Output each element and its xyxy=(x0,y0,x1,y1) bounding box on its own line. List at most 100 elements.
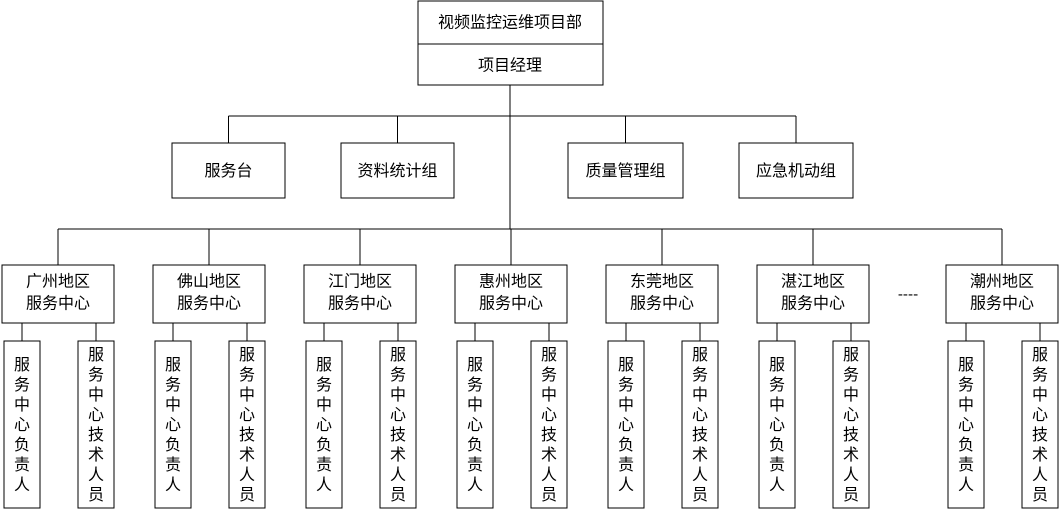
regional-center-label: 服务中心 xyxy=(781,294,845,313)
staff-role-label: 服务中心负责人 xyxy=(165,355,181,494)
staff-role-char: 服 xyxy=(88,345,104,364)
staff-role-char: 务 xyxy=(843,365,859,384)
staff-role-char: 务 xyxy=(467,375,483,394)
staff-box-frame xyxy=(947,340,985,509)
staff-role-char: 责 xyxy=(769,455,785,474)
staff-role-char: 中 xyxy=(618,395,634,414)
connector-lines xyxy=(21,85,1041,341)
regional-center-label: 广州地区 xyxy=(26,272,90,291)
staff-box-frame xyxy=(3,340,41,509)
center-technician-box: 服务中心技术人员 xyxy=(1021,340,1059,509)
function-group: 资料统计组 xyxy=(340,142,455,199)
staff-role-char: 心 xyxy=(541,405,557,424)
staff-role-char: 人 xyxy=(692,465,708,484)
staff-role-char: 务 xyxy=(541,365,557,384)
staff-role-char: 服 xyxy=(541,345,557,364)
staff-role-char: 人 xyxy=(165,475,181,494)
staff-role-char: 术 xyxy=(843,445,859,464)
staff-role-char: 心 xyxy=(14,415,30,434)
staff-role-char: 人 xyxy=(618,475,634,494)
staff-role-char: 务 xyxy=(390,365,406,384)
staff-role-label: 服务中心负责人 xyxy=(769,355,785,494)
regional-center-label: 服务中心 xyxy=(26,294,90,313)
staff-box-frame xyxy=(681,340,719,509)
header-box: 视频监控运维项目部 项目经理 xyxy=(417,0,604,86)
staff-role-label: 服务中心负责人 xyxy=(958,355,974,494)
regional-center-label: 服务中心 xyxy=(630,294,694,313)
regional-center-box xyxy=(1,264,115,324)
staff-role-label: 服务中心负责人 xyxy=(467,355,483,494)
staff-role-char: 服 xyxy=(618,355,634,374)
center-head-box: 服务中心负责人 xyxy=(456,340,494,509)
regional-center-box xyxy=(454,264,568,324)
staff-box-frame xyxy=(379,340,417,509)
function-box xyxy=(738,142,854,199)
center-technician-box: 服务中心技术人员 xyxy=(832,340,870,509)
staff-role-char: 术 xyxy=(390,445,406,464)
staff-box-frame xyxy=(305,340,343,509)
staff-role-char: 心 xyxy=(88,405,104,424)
function-box xyxy=(171,142,286,199)
staff-role-char: 服 xyxy=(843,345,859,364)
staff-role-char: 中 xyxy=(467,395,483,414)
staff-role-char: 服 xyxy=(165,355,181,374)
staff-role-char: 务 xyxy=(618,375,634,394)
staff-role-char: 中 xyxy=(14,395,30,414)
staff-role-label: 服务中心负责人 xyxy=(316,355,332,494)
regional-center-label: 潮州地区 xyxy=(970,272,1034,291)
staff-role-char: 责 xyxy=(316,455,332,474)
staff-role-char: 心 xyxy=(390,405,406,424)
staff-role-label: 服务中心技术人员 xyxy=(843,345,859,504)
staff-role-char: 负 xyxy=(316,435,332,454)
staff-role-char: 员 xyxy=(390,485,406,504)
center-head-box: 服务中心负责人 xyxy=(607,340,645,509)
center-head-box: 服务中心负责人 xyxy=(947,340,985,509)
staff-role-char: 人 xyxy=(239,465,255,484)
center-technician-box: 服务中心技术人员 xyxy=(379,340,417,509)
function-label: 应急机动组 xyxy=(756,161,836,180)
center-technician-box: 服务中心技术人员 xyxy=(228,340,266,509)
project-department-title: 视频监控运维项目部 xyxy=(438,13,582,32)
staff-role-char: 中 xyxy=(390,385,406,404)
staff-role-char: 服 xyxy=(769,355,785,374)
staff-role-char: 人 xyxy=(467,475,483,494)
staff-role-char: 人 xyxy=(14,475,30,494)
staff-role-char: 心 xyxy=(618,415,634,434)
staff-role-label: 服务中心负责人 xyxy=(14,355,30,494)
project-manager-label: 项目经理 xyxy=(478,56,542,75)
staff-role-char: 心 xyxy=(843,405,859,424)
regional-centers: 广州地区服务中心服务中心负责人服务中心技术人员佛山地区服务中心服务中心负责人服务… xyxy=(1,264,1059,509)
staff-role-char: 务 xyxy=(88,365,104,384)
staff-role-char: 负 xyxy=(467,435,483,454)
regional-center-label: 服务中心 xyxy=(177,294,241,313)
staff-role-char: 技 xyxy=(390,425,406,444)
staff-box-frame xyxy=(456,340,494,509)
staff-role-char: 技 xyxy=(541,425,557,444)
staff-role-char: 员 xyxy=(541,485,557,504)
function-group: 应急机动组 xyxy=(738,142,854,199)
staff-role-char: 中 xyxy=(958,395,974,414)
staff-role-char: 服 xyxy=(467,355,483,374)
staff-role-char: 心 xyxy=(769,415,785,434)
staff-role-char: 中 xyxy=(692,385,708,404)
center-head-box: 服务中心负责人 xyxy=(154,340,192,509)
staff-role-char: 员 xyxy=(1032,485,1048,504)
staff-role-char: 务 xyxy=(316,375,332,394)
staff-role-char: 负 xyxy=(14,435,30,454)
staff-role-char: 心 xyxy=(316,415,332,434)
staff-role-char: 服 xyxy=(239,345,255,364)
staff-role-label: 服务中心技术人员 xyxy=(692,345,708,504)
staff-role-char: 术 xyxy=(1032,445,1048,464)
staff-role-char: 员 xyxy=(692,485,708,504)
staff-role-char: 责 xyxy=(165,455,181,474)
staff-role-char: 员 xyxy=(239,485,255,504)
staff-box-frame xyxy=(228,340,266,509)
staff-role-char: 务 xyxy=(958,375,974,394)
header-box-frame xyxy=(417,0,604,86)
staff-role-label: 服务中心技术人员 xyxy=(88,345,104,504)
staff-role-label: 服务中心技术人员 xyxy=(239,345,255,504)
function-box xyxy=(567,142,684,199)
staff-role-char: 中 xyxy=(1032,385,1048,404)
